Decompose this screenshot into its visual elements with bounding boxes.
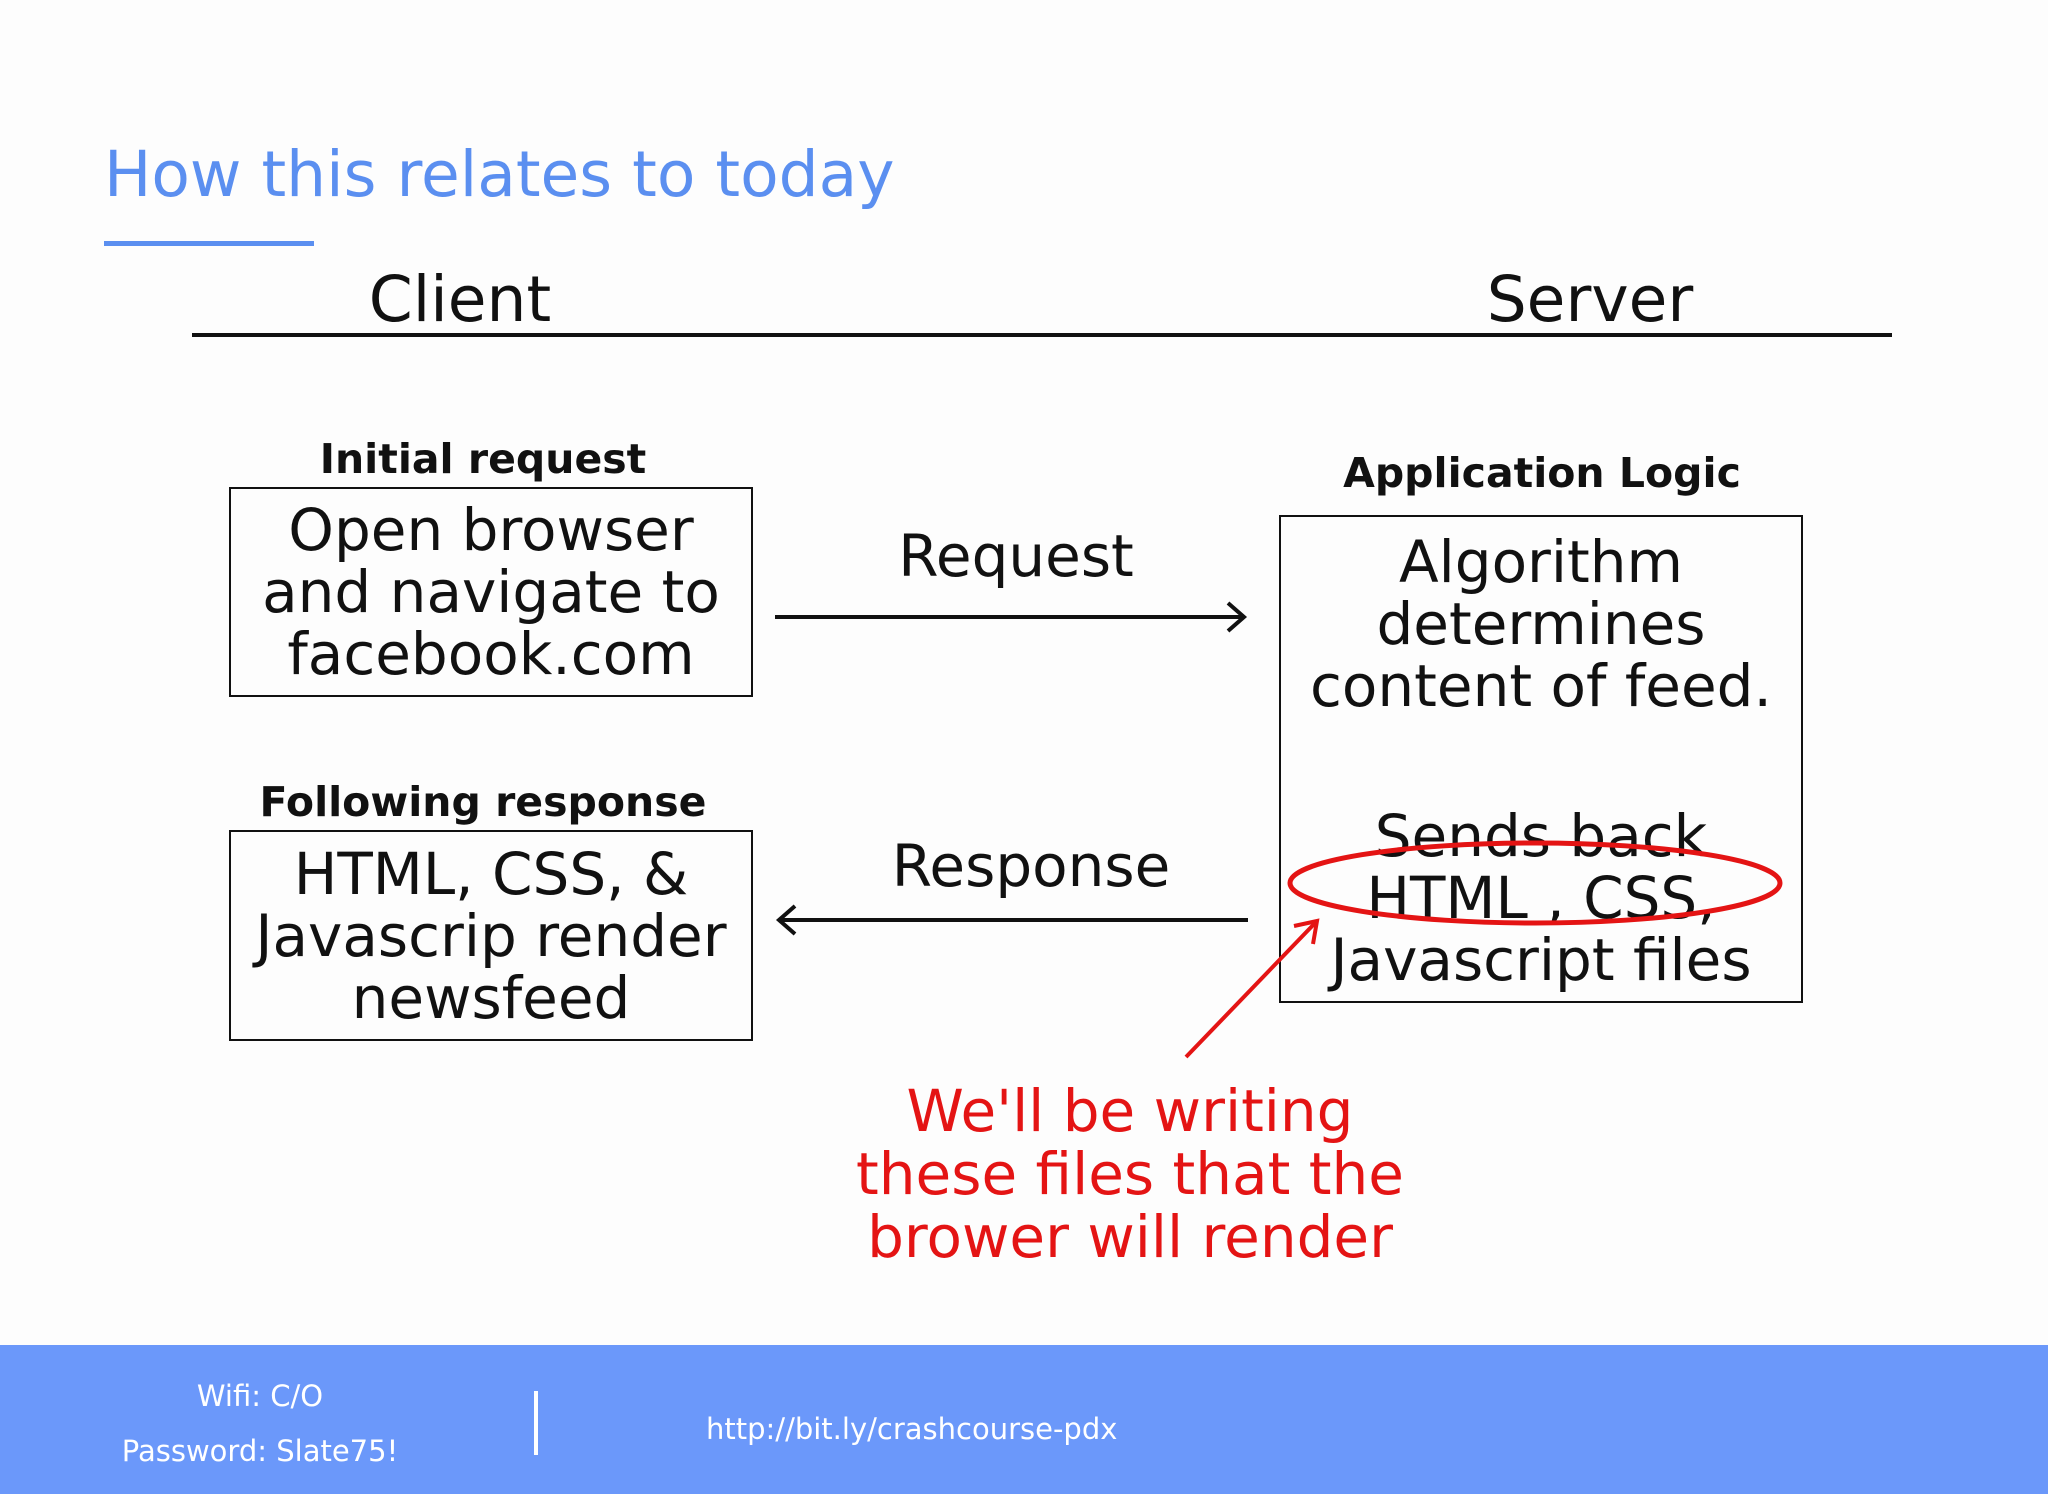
annotation-line: brower will render	[867, 1203, 1393, 1271]
initial-request-caption: Initial request	[319, 435, 647, 483]
request-arrow	[775, 601, 1248, 633]
following-response-line: HTML, CSS, &	[293, 839, 689, 908]
response-label: Response	[891, 832, 1171, 900]
following-response-line: Javascrip render	[255, 901, 727, 970]
wifi-label: Wifi: C/O	[196, 1379, 324, 1413]
highlight-ellipse	[1287, 840, 1783, 926]
initial-request-line: facebook.com	[287, 620, 695, 688]
annotation-arrow	[1184, 918, 1320, 1059]
initial-request-line: Open browser	[288, 496, 694, 564]
following-response-line: newsfeed	[351, 963, 631, 1032]
application-logic-line: Sends back	[1374, 802, 1708, 870]
password-label: Password: Slate75!	[121, 1434, 399, 1468]
annotation-note: We'll be writing these files that the br…	[856, 1080, 1404, 1269]
annotation-line: these files that the	[856, 1140, 1404, 1208]
application-logic-line: Algorithm	[1398, 528, 1684, 596]
client-label: Client	[368, 263, 552, 336]
application-logic-line: determines	[1376, 590, 1706, 658]
header-divider	[192, 333, 1892, 337]
application-logic-caption: Application Logic	[1343, 449, 1741, 497]
following-response-box: HTML, CSS, & Javascrip render newsfeed	[229, 830, 753, 1041]
application-logic-line: content of feed.	[1310, 652, 1772, 720]
footer-separator	[534, 1391, 538, 1455]
server-label: Server	[1486, 263, 1694, 336]
application-logic-line: Javascript files	[1330, 926, 1752, 994]
request-label: Request	[898, 522, 1134, 590]
course-link[interactable]: http://bit.ly/crashcourse-pdx	[706, 1412, 1118, 1446]
title-underline	[104, 241, 314, 246]
application-logic-box: Algorithm determines content of feed. Se…	[1279, 515, 1803, 1003]
slide-title: How this relates to today	[104, 138, 895, 211]
footer-bar	[0, 1345, 2048, 1494]
initial-request-line: and navigate to	[262, 558, 720, 626]
initial-request-box: Open browser and navigate to facebook.co…	[229, 487, 753, 697]
response-arrow	[775, 904, 1248, 936]
annotation-line: We'll be writing	[906, 1077, 1354, 1145]
following-response-caption: Following response	[259, 778, 707, 826]
